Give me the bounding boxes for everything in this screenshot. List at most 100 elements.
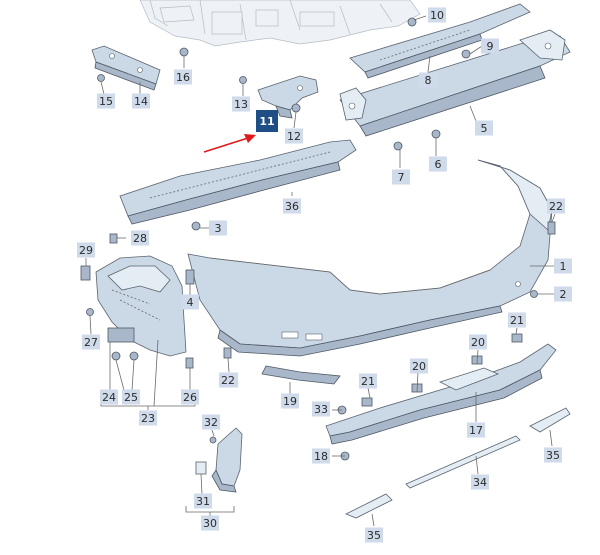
callout-box — [359, 373, 377, 389]
callout-box — [469, 334, 487, 350]
part-reflector-strip — [261, 365, 341, 385]
callout-15: 15 — [97, 93, 115, 109]
callout-box — [181, 389, 199, 405]
callout-number: 7 — [398, 171, 405, 184]
callout-10: 10 — [428, 7, 446, 23]
part-wheel-housing-liner — [95, 255, 187, 357]
callout-number: 24 — [102, 391, 116, 404]
callout-box — [508, 312, 526, 328]
callout-14: 14 — [132, 93, 150, 109]
part-trim-strip — [405, 435, 521, 489]
callout-number: 35 — [367, 529, 381, 542]
callout-32: 32 — [202, 414, 220, 430]
callout-36: 36 — [283, 198, 301, 214]
callout-number: 23 — [141, 412, 155, 425]
callout-number: 19 — [283, 395, 297, 408]
callout-24: 24 — [100, 389, 118, 405]
callout-33: 33 — [312, 401, 330, 417]
callout-31: 31 — [194, 493, 212, 509]
callout-box — [365, 527, 383, 543]
callout-number: 26 — [183, 391, 197, 404]
highlight-arrow — [203, 134, 256, 153]
callout-number: 12 — [287, 130, 301, 143]
callout-35: 35 — [544, 447, 562, 463]
callout-number: 33 — [314, 403, 328, 416]
callout-number: 8 — [425, 74, 432, 87]
part-lower-spoiler — [325, 343, 557, 445]
callout-12: 12 — [285, 128, 303, 144]
callout-number: 34 — [473, 476, 487, 489]
callout-box — [139, 410, 157, 426]
callout-box — [209, 220, 227, 236]
callout-box — [281, 393, 299, 409]
callout-box — [428, 7, 446, 23]
callout-number: 16 — [176, 71, 190, 84]
callout-1: 1 — [554, 258, 572, 274]
callout-box — [429, 156, 447, 172]
callout-box — [392, 169, 410, 185]
callout-22: 22 — [547, 198, 565, 214]
callout-number: 13 — [234, 98, 248, 111]
callout-number: 25 — [124, 391, 138, 404]
callout-9: 9 — [481, 38, 499, 54]
callout-number: 10 — [430, 9, 444, 22]
callout-box — [312, 401, 330, 417]
callout-number: 15 — [99, 95, 113, 108]
callout-number: 32 — [204, 416, 218, 429]
callout-box — [285, 128, 303, 144]
callout-box — [554, 258, 572, 274]
callout-box — [131, 230, 149, 246]
callout-number: 14 — [134, 95, 148, 108]
callout-box — [132, 93, 150, 109]
callout-19: 19 — [281, 393, 299, 409]
callout-number: 3 — [215, 222, 222, 235]
callout-number: 21 — [361, 375, 375, 388]
callout-number: 22 — [549, 200, 563, 213]
part-impact-beam — [339, 29, 571, 137]
callout-box — [467, 422, 485, 438]
callout-number: 4 — [187, 296, 194, 309]
callout-box — [232, 96, 250, 112]
part-bumper-guide-bracket — [257, 75, 319, 119]
callout-box — [97, 93, 115, 109]
callout-box — [419, 72, 437, 88]
callout-box — [475, 120, 493, 136]
callout-30: 30 — [201, 515, 219, 531]
callout-number: 20 — [471, 336, 485, 349]
part-energy-absorber — [119, 139, 357, 225]
callout-21: 21 — [359, 373, 377, 389]
callout-number: 17 — [469, 424, 483, 437]
callout-23: 23 — [139, 410, 157, 426]
callout-box — [544, 447, 562, 463]
callout-box — [312, 448, 330, 464]
callout-number: 9 — [487, 40, 494, 53]
callout-20: 20 — [469, 334, 487, 350]
callout-box — [219, 372, 237, 388]
callout-3: 3 — [209, 220, 227, 236]
callout-box — [82, 334, 100, 350]
vehicle-body-structure — [139, 0, 421, 47]
callout-13: 13 — [232, 96, 250, 112]
callout-box — [256, 110, 278, 132]
callout-number: 35 — [546, 449, 560, 462]
callout-number: 2 — [560, 288, 567, 301]
callout-box — [181, 294, 199, 310]
callout-21: 21 — [508, 312, 526, 328]
part-upper-bar — [349, 3, 531, 79]
callout-box — [283, 198, 301, 214]
callout-box — [471, 474, 489, 490]
part-trim-piece-right — [529, 407, 571, 433]
callout-box — [554, 286, 572, 302]
callout-number: 21 — [510, 314, 524, 327]
callout-labels: 1234567891011121314151617181920202121212… — [77, 7, 572, 543]
callout-16: 16 — [174, 69, 192, 85]
callout-number: 1 — [560, 260, 567, 273]
callout-25: 25 — [122, 389, 140, 405]
callout-34: 34 — [471, 474, 489, 490]
callout-number: 6 — [435, 158, 442, 171]
callout-6: 6 — [429, 156, 447, 172]
callout-number: 31 — [196, 495, 210, 508]
part-mud-flap — [195, 427, 243, 493]
